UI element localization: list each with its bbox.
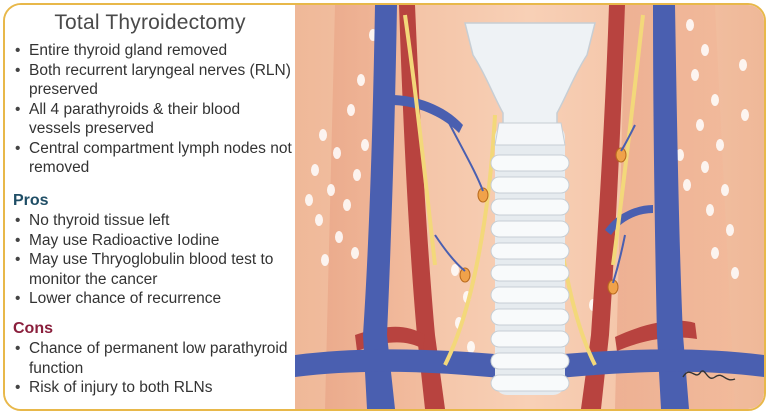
right-carotid-artery <box>581 5 625 409</box>
list-item: May use Thryoglobulin blood test to moni… <box>13 250 295 289</box>
right-vagus-nerve <box>611 14 645 266</box>
left-vein-branch <box>391 95 463 133</box>
list-item: Lower chance of recurrence <box>13 289 295 309</box>
list-item: Risk of injury to both RLNs <box>13 378 295 398</box>
cons-list: Chance of permanent low parathyroid func… <box>13 339 295 398</box>
parathyroid-glands <box>459 147 627 295</box>
list-item: No thyroid tissue left <box>13 211 295 231</box>
pros-list: No thyroid tissue left May use Radioacti… <box>13 211 295 309</box>
parathyroid-vessels <box>434 114 636 284</box>
illustration-svg <box>295 5 764 409</box>
artist-signature <box>682 370 736 381</box>
left-jugular-vein <box>363 5 397 409</box>
text-panel: Total Thyroidectomy Entire thyroid gland… <box>5 5 295 409</box>
list-item: Central compartment lymph nodes not remo… <box>13 139 295 178</box>
left-recurrent-laryngeal-nerve <box>443 114 497 366</box>
trachea <box>490 125 570 395</box>
summary-list: Entire thyroid gland removed Both recurr… <box>13 41 295 178</box>
cricoid-cartilage <box>494 122 566 146</box>
pros-heading: Pros <box>13 192 49 209</box>
page-title: Total Thyroidectomy <box>54 11 246 34</box>
list-item: Entire thyroid gland removed <box>13 41 295 61</box>
cons-heading: Cons <box>13 320 53 337</box>
infographic-card: Total Thyroidectomy Entire thyroid gland… <box>3 3 766 411</box>
right-jugular-vein <box>653 5 689 409</box>
list-item: May use Radioactive Iodine <box>13 231 295 251</box>
neck-anatomy-illustration <box>295 5 764 409</box>
list-item: All 4 parathyroids & their blood vessels… <box>13 100 295 139</box>
left-vagus-nerve <box>403 14 437 266</box>
list-item: Both recurrent laryngeal nerves (RLN) pr… <box>13 61 295 100</box>
list-item: Chance of permanent low parathyroid func… <box>13 339 295 378</box>
